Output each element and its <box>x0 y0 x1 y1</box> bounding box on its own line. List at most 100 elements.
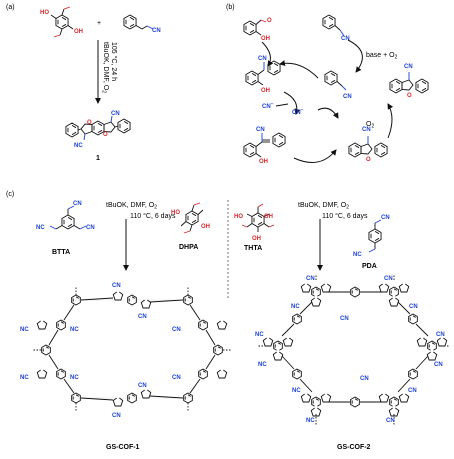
atom-o-dihydro: O <box>366 157 371 163</box>
cof1-cn-2: CN <box>138 314 147 320</box>
product-1 <box>65 115 131 141</box>
cof1-cn-4: CN <box>138 383 147 389</box>
panel-c-right: OH HO OH THTA tBuOK, DMF, O2 110 °C, 6 d… <box>234 202 450 451</box>
btta-monomer <box>49 205 87 230</box>
arrow-addition <box>261 41 274 67</box>
atom-o-b1: O <box>267 18 272 24</box>
cof2-cn-7: CN <box>386 418 395 424</box>
arrow-base <box>347 39 363 73</box>
gs-cof-2-label: GS-COF-2 <box>337 444 371 451</box>
cof2-nc-5: NC <box>306 418 315 424</box>
pda-label: PDA <box>362 263 377 270</box>
atom-oh-thta-2: OH <box>252 236 261 242</box>
cof1-nc-2: NC <box>20 375 29 381</box>
atom-oh-thta-1: OH <box>264 214 273 220</box>
panel-c-left: CN NC CN BTTA HO OH DHPA tBuOK, DMF, O2 … <box>20 201 232 451</box>
cond-c-right-1: tBuOK, DMF, O2 <box>298 202 349 211</box>
atom-o-product-1a: O <box>103 132 108 138</box>
benzyl-cyanide-b <box>322 14 345 37</box>
atom-oh-adduct: OH <box>261 88 270 94</box>
atom-cn-btta-2: CN <box>86 225 95 231</box>
dialdehyde-reactant <box>50 6 74 38</box>
atom-cn-dihydro: CN <box>362 127 371 133</box>
dhpa-label: DHPA <box>179 244 198 251</box>
cond-c-left-2: 110 °C, 6 days <box>130 212 176 220</box>
atom-cn-b1: CN <box>341 36 350 42</box>
gs-cof-1-label: GS-COF-1 <box>106 444 140 451</box>
thta-label: THTA <box>244 245 262 252</box>
cof1-cn-1: CN <box>112 283 121 289</box>
cond-a-1: tBuOK, DMF, O2 <box>101 42 110 93</box>
arrow-oxidation <box>387 103 394 139</box>
cond-c-left-1: tBuOK, DMF, O2 <box>106 202 157 211</box>
cond-c-right-2: 110 °C, 6 days <box>322 212 368 220</box>
arrow-cn2 <box>317 107 339 119</box>
atom-o-benzofuran: O <box>407 93 412 99</box>
cof2-cn-1: CN <box>306 276 315 282</box>
cof1-cn-3: CN <box>112 413 121 419</box>
arrow-attack <box>279 60 319 79</box>
atom-ho-thta: HO <box>234 214 243 220</box>
cof2-nc-1: NC <box>291 304 300 310</box>
atom-cn-benzofuran: CN <box>404 64 413 70</box>
aldol-adduct <box>245 60 281 86</box>
dihydrobenzofuran <box>348 136 388 158</box>
arrow-cyclise <box>293 149 337 163</box>
benzofuran-product <box>389 72 429 94</box>
cn-elim-line <box>275 103 289 107</box>
cof1-nc-4: NC <box>70 375 79 381</box>
cof2-cn-9: CN <box>360 376 369 382</box>
atom-cn-adduct: CN <box>258 56 267 62</box>
cof2-nc-4: NC <box>292 388 301 394</box>
plus-sign: + <box>97 20 101 27</box>
panel-label-a: (a) <box>6 4 15 11</box>
atom-oh-acryl: OH <box>259 159 268 165</box>
cof2-cn-8: CN <box>340 316 349 322</box>
cof2-cn-6: CN <box>408 388 417 394</box>
cof1-cn-6: CN <box>172 375 181 381</box>
cond-a-2: 105 °C, 24 h <box>110 42 118 81</box>
salicylaldehyde <box>243 19 267 36</box>
o2-label: O2 <box>366 121 374 130</box>
atom-cn-pda: CN <box>381 215 390 221</box>
cof2-cn-5: CN <box>434 362 443 368</box>
cof2-cn-3: CN <box>409 304 418 310</box>
atom-cn-carbanion: CN <box>343 94 352 100</box>
atom-nc-pda: NC <box>353 252 362 258</box>
atom-ho-a: HO <box>40 10 49 16</box>
atom-oh-a: OH <box>74 29 83 35</box>
cof1-cn-5: CN <box>172 327 181 333</box>
carbanion <box>324 70 347 91</box>
atom-o-product-1b: O <box>87 120 92 126</box>
cof1-nc-3: NC <box>70 327 79 333</box>
panel-b: O OH CN CN base + O2 OH <box>243 14 429 165</box>
cof2-nc-3: NC <box>258 362 267 368</box>
panel-a: HO OH + CN tBuOK, DMF, O2 105 °C, 24 h <box>40 6 161 162</box>
atom-nc-btta: NC <box>36 225 45 231</box>
cof2-cn-2: CN <box>384 276 393 282</box>
atom-oh-dhpa: OH <box>201 224 210 230</box>
base-label: base + O2 <box>366 52 398 61</box>
atom-ho-dhpa: HO <box>171 210 180 216</box>
atom-cn-btta-1: CN <box>73 201 82 207</box>
arrow-elim <box>283 91 301 115</box>
atom-cn-product-1: CN <box>111 111 120 117</box>
cn-anion-2: CN− <box>292 108 304 117</box>
acrylonitrile-intermediate <box>243 132 286 158</box>
panel-label-b: (b) <box>226 4 235 11</box>
gs-cof-1-framework <box>32 286 232 412</box>
cof2-cn-4: CN <box>436 332 445 338</box>
product-1-label: 1 <box>96 155 100 162</box>
atom-nc-product-1: NC <box>74 143 83 149</box>
btta-label: BTTA <box>52 249 70 256</box>
atom-cn-acryl: CN <box>256 127 265 133</box>
dhpa-monomer <box>180 202 204 234</box>
pda-monomer <box>368 219 382 253</box>
cof2-nc-2: NC <box>255 332 264 338</box>
panel-label-c: (c) <box>6 191 14 198</box>
gs-cof-2-framework <box>258 274 450 426</box>
cn-anion-1: CN− <box>262 102 274 111</box>
thta-monomer <box>241 203 275 232</box>
atom-cn-a: CN <box>152 28 161 34</box>
